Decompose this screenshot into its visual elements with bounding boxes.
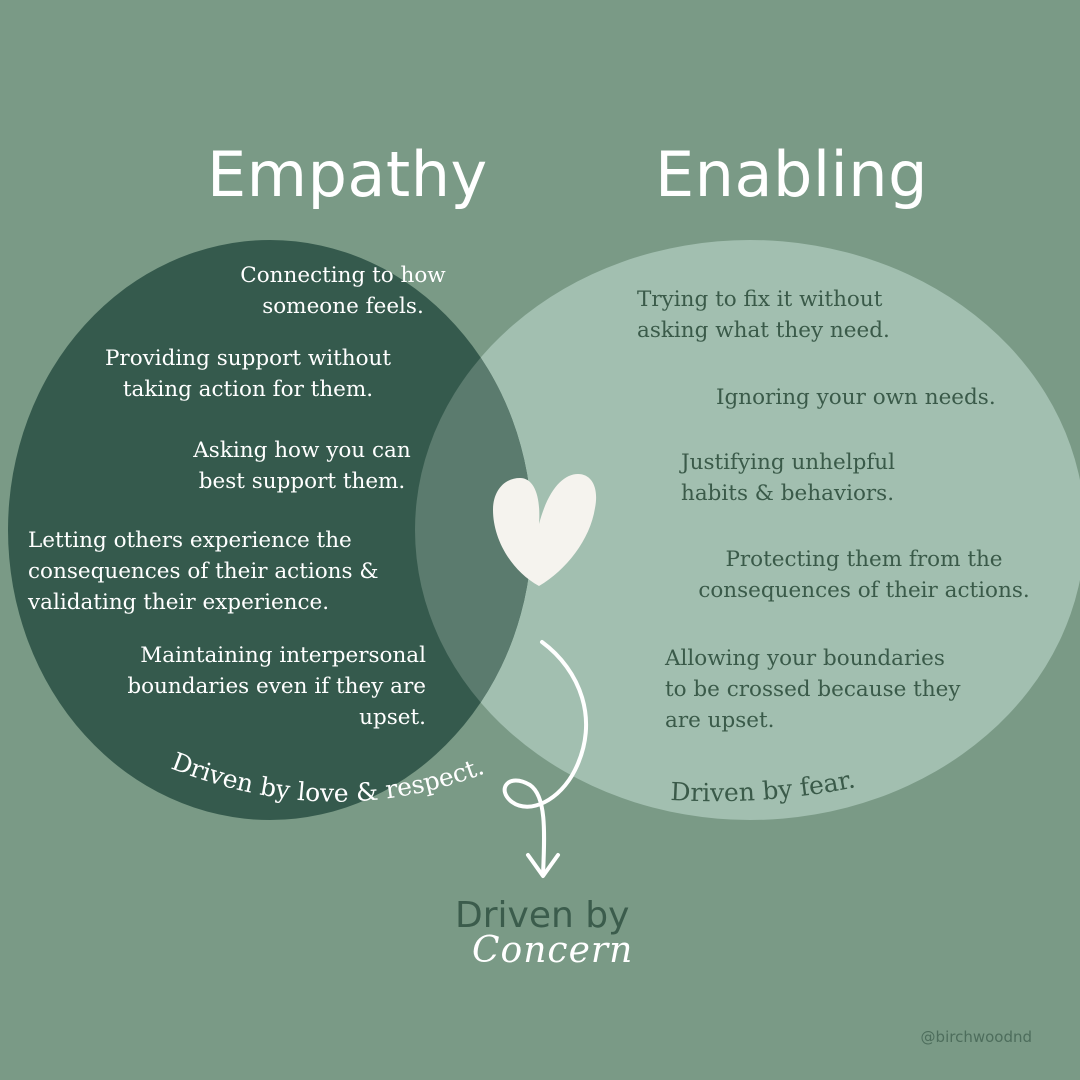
concern-label-line2: Concern [472, 930, 634, 971]
empathy-item: Maintaining interpersonal boundaries eve… [127, 643, 426, 730]
enabling-item: Protecting them from the consequences of… [698, 547, 1030, 603]
enabling-item: Trying to fix it without asking what the… [637, 287, 890, 343]
empathy-item: Asking how you can best support them. [193, 438, 411, 494]
empathy-item: Letting others experience the consequenc… [28, 528, 379, 615]
arrow-head-icon [526, 853, 560, 878]
author-handle: @birchwoodnd [920, 1028, 1032, 1046]
empathy-circle [8, 240, 532, 820]
empathy-title: Empathy [207, 138, 488, 211]
enabling-item: Allowing your boundaries to be crossed b… [665, 646, 961, 733]
enabling-circle [415, 240, 1080, 820]
enabling-item: Justifying unhelpful habits & behaviors. [681, 450, 896, 506]
empathy-item: Connecting to how someone feels. [240, 263, 446, 319]
heart-icon [493, 474, 597, 586]
enabling-item: Ignoring your own needs. [716, 385, 996, 410]
enabling-title: Enabling [655, 138, 928, 211]
curved-arrow-icon [502, 640, 589, 877]
empathy-item: Providing support without taking action … [104, 346, 392, 402]
concern-label-line1: Driven by [455, 895, 630, 936]
